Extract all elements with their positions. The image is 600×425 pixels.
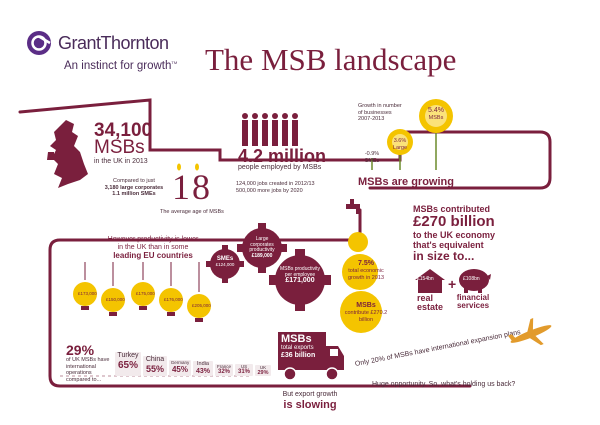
brand-tagline: An instinct for growthTM xyxy=(64,60,178,72)
coins-icon xyxy=(340,232,382,333)
growth-flowers-icon xyxy=(371,99,453,170)
msb-count-sub: in the UK in 2013 xyxy=(94,158,148,165)
piggy-bank-icon xyxy=(459,269,491,293)
country-germany: Germany 45% xyxy=(169,360,191,376)
export-truck-icon xyxy=(278,332,344,381)
productivity-note: However productivity is lower in the UK … xyxy=(107,236,199,260)
international-value: 29% xyxy=(66,342,95,358)
msb-compare: Compared to just 3,180 large corporates … xyxy=(104,178,164,197)
flower-big: 5.4%MSBs xyxy=(428,107,444,121)
grant-thornton-logo-icon xyxy=(27,31,51,55)
growth-headline: MSBs are growing xyxy=(358,176,454,188)
country-india: India 43% xyxy=(193,361,213,376)
logo xyxy=(26,30,52,61)
growth-caption: Growth in number of businesses 2007-2013 xyxy=(358,103,402,122)
pig-value: £108bn xyxy=(463,276,480,282)
airplane-icon xyxy=(507,318,552,346)
bulb-2: £150,000 xyxy=(106,297,125,302)
average-age-label: The average age of MSBs xyxy=(160,209,224,215)
gear-msb: MSBs productivity per employee£171,000 xyxy=(279,266,320,284)
gear-sme: SMEs£124,000 xyxy=(215,256,235,267)
country-turkey: Turkey 65% xyxy=(115,352,141,376)
house-value: £154bn xyxy=(417,276,434,282)
country-us: US 31% xyxy=(235,364,253,376)
msb-count-label: MSBs xyxy=(94,137,145,158)
tap-icon xyxy=(346,199,360,214)
house-icon xyxy=(415,269,445,293)
msb-count: 34,100 xyxy=(94,120,153,141)
people-icon xyxy=(242,113,298,146)
contribution: MSBs contributed £270 billion to the UK … xyxy=(413,204,496,263)
plus-sign: + xyxy=(448,276,457,292)
employment-notes: 124,000 jobs created in 2012/13 500,000 … xyxy=(236,181,315,194)
bulb-4: £176,000 xyxy=(164,297,183,302)
gear-large: Large corporates productivity£189,000 xyxy=(249,236,275,259)
gva-a: 7.5% total economic growth in 2013 xyxy=(347,260,385,281)
flower-small: -0.9%SMEs xyxy=(364,151,380,164)
bulb-3: £175,000 xyxy=(136,291,155,296)
export-growth: But export growth is slowing xyxy=(282,391,338,411)
lightbulbs-icon xyxy=(73,262,211,322)
birthday-candles-icon xyxy=(177,163,199,171)
international-note: of UK MSBs have international operations… xyxy=(66,357,110,383)
page-title: The MSB landscape xyxy=(205,42,457,77)
country-china: China 55% xyxy=(143,356,167,376)
bulb-1: £173,000 xyxy=(78,291,97,296)
expansion-question: Huge opportunity. So, what's holding us … xyxy=(372,381,516,388)
exports: MSBs total exports £36 billion xyxy=(281,333,316,360)
brand-name: GrantThornton xyxy=(58,33,169,53)
bulb-5: £205,000 xyxy=(192,303,211,308)
country-uk: UK 29% xyxy=(255,365,271,376)
employment-label: people employed by MSBs xyxy=(238,164,322,171)
employment-value: 4.2 million xyxy=(238,146,327,166)
average-age-value: 18 xyxy=(172,167,212,207)
uk-map-icon xyxy=(47,120,88,188)
house-label: real estate xyxy=(417,293,444,312)
flower-mid: 3.6%Large xyxy=(392,138,408,151)
gears-icon xyxy=(206,223,331,311)
country-france: France 32% xyxy=(215,364,233,376)
gva-b: MSBs contribute £270.2 billion xyxy=(344,302,388,323)
